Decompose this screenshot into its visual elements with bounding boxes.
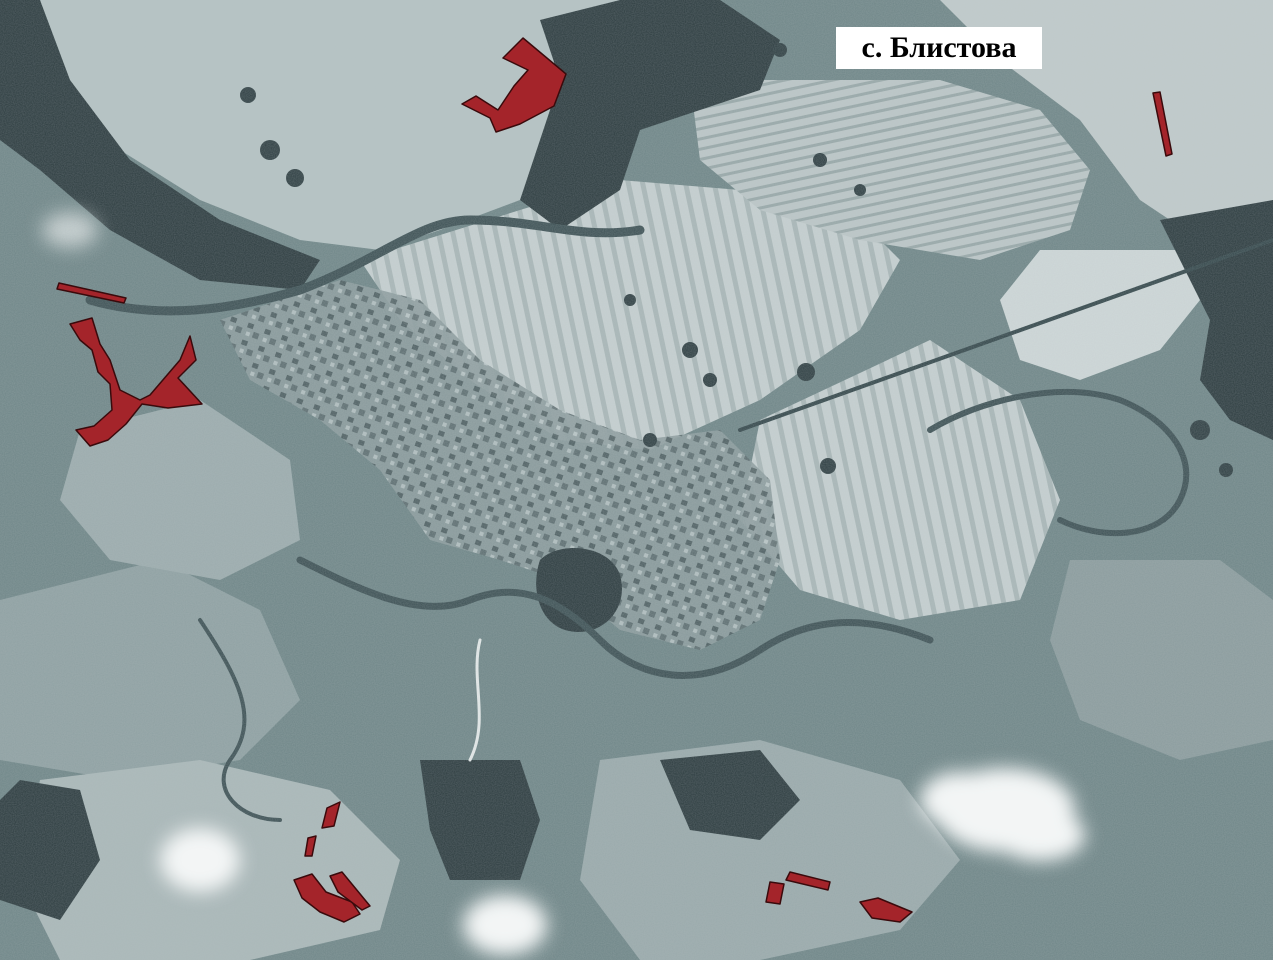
- marked-plot-west-strip: [56, 282, 127, 304]
- marked-plot-southwest-b: [304, 835, 317, 857]
- marked-plot-southwest-c: [293, 873, 361, 923]
- marked-plot-north: [461, 37, 567, 133]
- marked-plot-south-b: [785, 871, 831, 891]
- marked-plot-northeast: [1152, 91, 1173, 157]
- place-label: с. Блистова: [836, 27, 1042, 69]
- marked-plot-west: [69, 317, 203, 447]
- marked-plot-southwest-a: [321, 801, 341, 829]
- cloud-layer: [42, 212, 1085, 955]
- marked-plot-southwest-d: [329, 871, 371, 911]
- marked-plot-south-c: [859, 897, 913, 923]
- marked-plots: [56, 37, 1173, 923]
- marked-plot-south-a: [765, 881, 785, 905]
